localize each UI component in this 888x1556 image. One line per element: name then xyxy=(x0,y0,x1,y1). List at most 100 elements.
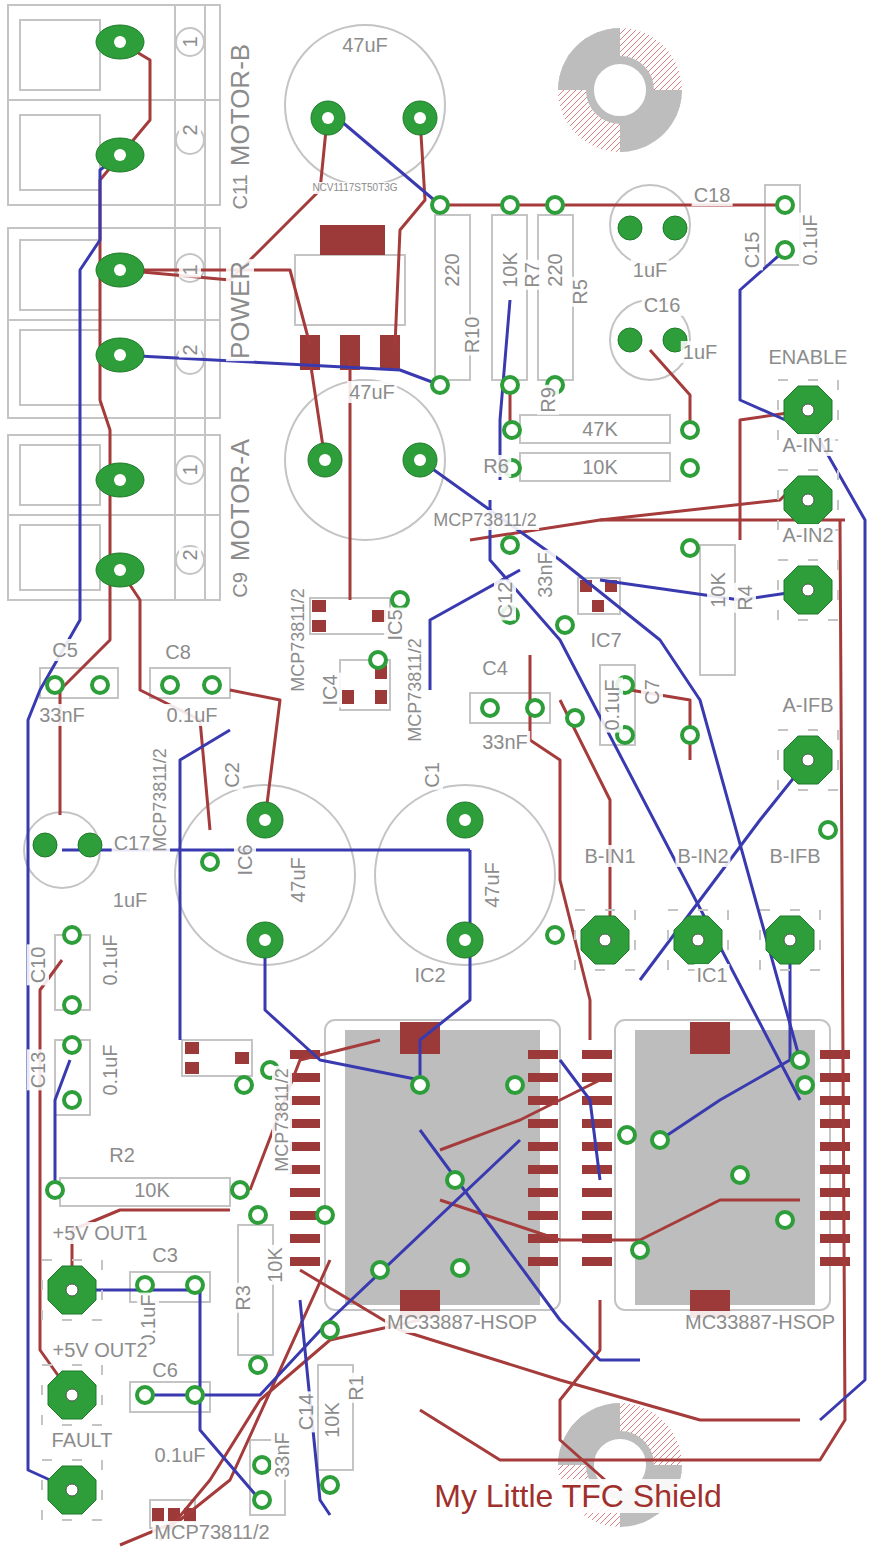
silkscreen-label: C14 xyxy=(295,1392,317,1433)
silkscreen-label: 10K xyxy=(707,570,729,610)
silkscreen-label: 1uF xyxy=(111,889,149,911)
silkscreen-label: R3 xyxy=(232,1283,254,1313)
silkscreen-label: 1uF xyxy=(631,259,669,281)
silkscreen-label: 47K xyxy=(580,418,620,440)
silkscreen-label: 10K xyxy=(264,1245,286,1285)
board-title: My Little TFC Shield xyxy=(432,1479,724,1513)
silkscreen-label: C17 xyxy=(112,832,153,854)
silkscreen-label: 33nF xyxy=(480,731,530,753)
silkscreen-label: 0.1uF xyxy=(601,677,623,732)
silkscreen-label: 1 xyxy=(179,462,201,477)
silkscreen-label: 1 xyxy=(179,262,201,277)
silkscreen-label: R4 xyxy=(734,583,756,613)
silkscreen-label: C11 xyxy=(229,172,251,211)
silkscreen-label: ENABLE xyxy=(767,346,850,368)
silkscreen-label: MCP73811/2 xyxy=(288,586,308,694)
silkscreen-label: IC2 xyxy=(412,964,447,986)
silkscreen-label: C6 xyxy=(150,1359,180,1381)
silkscreen-label: C2 xyxy=(221,760,243,790)
silkscreen-label: R9 xyxy=(537,385,559,415)
silkscreen-label: A-IN2 xyxy=(780,524,835,546)
silkscreen-label: 1 xyxy=(179,34,201,49)
silkscreen-label: MC33887-HSOP xyxy=(385,1311,539,1333)
terminal-blocks xyxy=(8,5,220,600)
silkscreen-label: 220 xyxy=(544,251,566,288)
silkscreen-label: NCV1117ST50T3G xyxy=(310,182,399,194)
silkscreen-label: MCP73811/2 xyxy=(272,1066,292,1174)
silkscreen-label: IC4 xyxy=(319,672,341,707)
silkscreen-label: 47uF xyxy=(481,860,503,910)
silkscreen-label: C3 xyxy=(150,1244,180,1266)
silkscreen-label: 0.1uF xyxy=(99,932,121,987)
silkscreen-label: B-IFB xyxy=(767,845,822,867)
silkscreen-label: 2 xyxy=(179,342,201,357)
silkscreen-label: R10 xyxy=(461,315,483,356)
silkscreen-label: 10K xyxy=(580,456,620,478)
silkscreen-label: 47uF xyxy=(287,855,309,905)
silkscreen-label: C16 xyxy=(642,294,683,316)
silkscreen-label: IC7 xyxy=(588,629,623,651)
silkscreen-label: IC1 xyxy=(694,964,729,986)
silkscreen-label: R7 xyxy=(521,260,543,290)
silkscreen-label: 47uF xyxy=(347,381,397,403)
silkscreen-label: MOTOR-B xyxy=(226,42,254,168)
silkscreen-label: A-IN1 xyxy=(780,434,835,456)
silkscreen-label: C8 xyxy=(163,641,193,663)
silkscreen-label: MOTOR-A xyxy=(226,437,254,563)
silkscreen-label: 47uF xyxy=(340,34,390,56)
silkscreen-label: +5V OUT1 xyxy=(50,1222,149,1244)
smd-pads xyxy=(152,225,730,1522)
pad-holes xyxy=(114,36,471,946)
silkscreen-label: C15 xyxy=(741,230,763,271)
silkscreen-label: C5 xyxy=(50,639,80,661)
silkscreen-label: C4 xyxy=(480,657,510,679)
silkscreen-label: FAULT xyxy=(50,1429,115,1451)
component-outlines xyxy=(24,25,830,1528)
silkscreen-label: C18 xyxy=(692,184,733,206)
silkscreen-label: C12 xyxy=(494,580,516,621)
silkscreen-label: POWER xyxy=(226,259,254,361)
silkscreen-label: MCP73811/2 xyxy=(150,746,170,854)
silkscreen-label: R2 xyxy=(107,1144,137,1166)
silkscreen-label: B-IN2 xyxy=(675,845,730,867)
silkscreen-label: C1 xyxy=(421,760,443,790)
silkscreen-label: 10K xyxy=(132,1179,172,1201)
silkscreen-label: 10K xyxy=(321,1400,343,1440)
ic-pins xyxy=(290,1050,850,1266)
octagon-pads xyxy=(42,380,838,1520)
silkscreen-label: MCP73811/2 xyxy=(152,1521,271,1543)
silkscreen-label: C9 xyxy=(229,570,251,600)
silkscreen-label: C13 xyxy=(27,1050,49,1091)
silkscreen-label: 33nF xyxy=(534,550,556,600)
silkscreen-label: MC33887-HSOP xyxy=(683,1311,837,1333)
silkscreen-label: C7 xyxy=(641,677,663,707)
silkscreen-label: 220 xyxy=(441,251,463,288)
silkscreen-label: R6 xyxy=(481,455,511,477)
silkscreen-label: 10K xyxy=(499,250,521,290)
ic-bodies xyxy=(345,1030,815,1305)
silkscreen-label: 0.1uF xyxy=(152,1444,207,1466)
silkscreen-label: 1uF xyxy=(681,341,719,363)
silkscreen-label: MCP73811/2 xyxy=(405,636,425,744)
silkscreen-label: 0.1uF xyxy=(99,1042,121,1097)
silkscreen-label: A-IFB xyxy=(780,694,835,716)
silkscreen-label: R1 xyxy=(345,1373,367,1403)
silkscreen-label: 0.1uF xyxy=(799,212,821,267)
silkscreen-label: C10 xyxy=(27,945,49,986)
silkscreen-label: +5V OUT2 xyxy=(50,1339,149,1361)
silkscreen-label: IC6 xyxy=(234,842,256,877)
top-traces xyxy=(40,42,845,1545)
silkscreen-label: 2 xyxy=(179,122,201,137)
silkscreen-label: 2 xyxy=(179,547,201,562)
silkscreen-label: R5 xyxy=(569,277,591,307)
silkscreen-label: 0.1uF xyxy=(164,704,219,726)
bottom-traces xyxy=(28,110,865,1515)
silkscreen-label: 33nF xyxy=(271,1430,293,1480)
silkscreen-label: MCP73811/2 xyxy=(431,510,539,530)
through-hole-pads xyxy=(33,25,687,958)
mounting-holes xyxy=(558,28,682,1527)
silkscreen-label: IC5 xyxy=(384,607,406,642)
silkscreen-label: 33nF xyxy=(37,704,87,726)
